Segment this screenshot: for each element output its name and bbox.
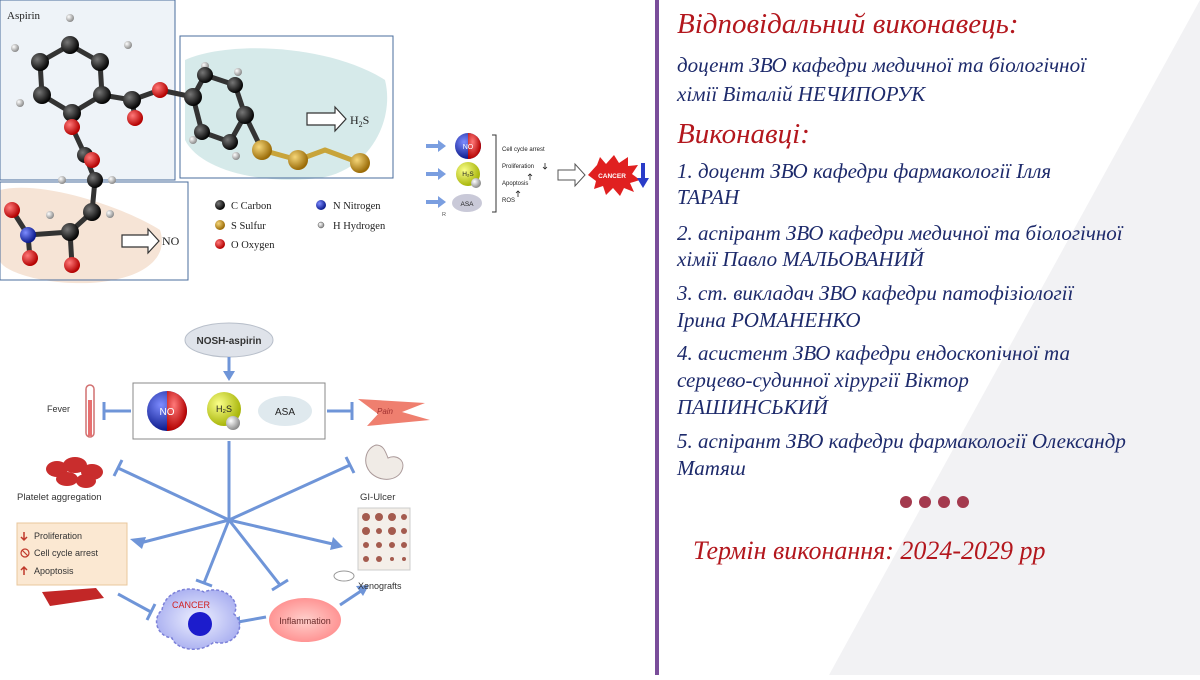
executors-title: Виконавці: [677,118,810,150]
panel-divider [655,0,659,675]
dots-decor [900,495,976,513]
pain-icon [358,399,430,426]
box-apoptosis: Apoptosis [34,566,74,576]
executor-line: Ірина РОМАНЕНКО [677,308,861,332]
executor-line: Матяш [677,456,746,480]
inflammation-icon [269,598,341,642]
molecule-figure: Aspirin [0,0,394,284]
pain-label: Pain [377,407,394,416]
figure-panel: Aspirin [0,0,649,650]
inflammation-label: Inflammation [279,616,331,626]
svg-text:NO: NO [162,234,180,248]
decrease-arrow-icon [637,163,649,188]
cancer-burst: CANCER [588,155,640,196]
legend-hydrogen: H Hydrogen [333,221,386,232]
cancer-cell-icon [155,588,241,650]
effect-ros: ROS [502,198,515,204]
executor-line: 4. асистент ЗВО кафедри ендоскопічної та [677,341,1070,365]
mechanism-no: NO [463,144,474,151]
svg-text:H2S: H2S [350,113,369,129]
effect-apoptosis: Apoptosis [502,181,528,187]
legend-nitrogen: N Nitrogen [333,201,381,212]
aspirin-title: Aspirin [7,10,41,22]
responsible-title: Відповідальний виконавець: [677,8,1019,40]
no-region [0,187,162,284]
xenografts-label: Xenografts [358,581,402,591]
box-cell-cycle: Cell cycle arrest [34,548,99,558]
executor-line: 3. ст. викладач ЗВО кафедри патофізіолог… [677,281,1074,305]
cancer-label: CANCER [172,600,211,610]
mechanism-h2s: H₂S [462,171,474,178]
term-text: Термін виконання: 2024-2029 рр [693,536,1046,565]
no-release-arrow: NO [121,227,180,255]
nosh-aspirin-label: NOSH-aspirin [196,336,261,347]
box-proliferation: Proliferation [34,531,82,541]
legend-carbon: C Carbon [231,201,272,212]
nosh-asa: ASA [275,407,295,418]
executor-line: 2. аспірант ЗВО кафедри медичної та біол… [677,221,1123,245]
effects-box [16,522,128,586]
executor-line: серцево-судинної хірургії Віктор [677,368,969,392]
executor-line: 5. аспірант ЗВО кафедри фармакології Оле… [677,429,1126,453]
platelets-icon [46,457,103,488]
tissue-icon [42,588,104,606]
h2s-release-arrow: H2S [306,105,369,133]
responsible-line-1: доцент ЗВО кафедри медичної та біологічн… [677,53,1086,77]
figure-canvas: Aspirin [0,0,649,650]
executor-line: ПАШИНСЬКИЙ [677,395,828,419]
executor-line: ТАРАН [677,185,740,209]
mouse-icon [333,570,355,582]
atom-legend: C Carbon S Sulfur O Oxygen N Nitrogen H … [215,200,386,251]
executor-line: хімії Павло МАЛЬОВАНИЙ [677,247,924,271]
effect-cell-cycle: Cell cycle arrest [502,147,545,153]
legend-oxygen: O Oxygen [231,240,275,251]
effect-proliferation: Proliferation [502,164,534,170]
xenograft-grid [357,507,411,571]
stomach-icon [365,444,404,480]
executor-line: 1. доцент ЗВО кафедри фармакології Ілля [677,159,1052,183]
legend-sulfur: S Sulfur [231,221,266,232]
responsible-line-2: хімії Віталій НЕЧИПОРУК [677,82,926,106]
mechanism-figure: NO H₂S ASA R Cell cycle arrest Prolifera… [426,133,649,218]
fever-label: Fever [47,404,70,414]
nosh-h2s: H₂S [216,404,232,414]
team-panel: Відповідальний виконавець: доцент ЗВО ка… [659,0,1200,675]
nosh-no: NO [160,407,175,418]
mechanism-asa: ASA [460,201,474,208]
gi-ulcer-label: GI-Ulcer [360,492,395,503]
platelet-label: Platelet aggregation [17,492,102,503]
svg-text:CANCER: CANCER [598,173,626,180]
nosh-aspirin-figure: NOSH-aspirin NO H₂S ASA [16,322,430,650]
svg-text:R: R [442,212,446,218]
